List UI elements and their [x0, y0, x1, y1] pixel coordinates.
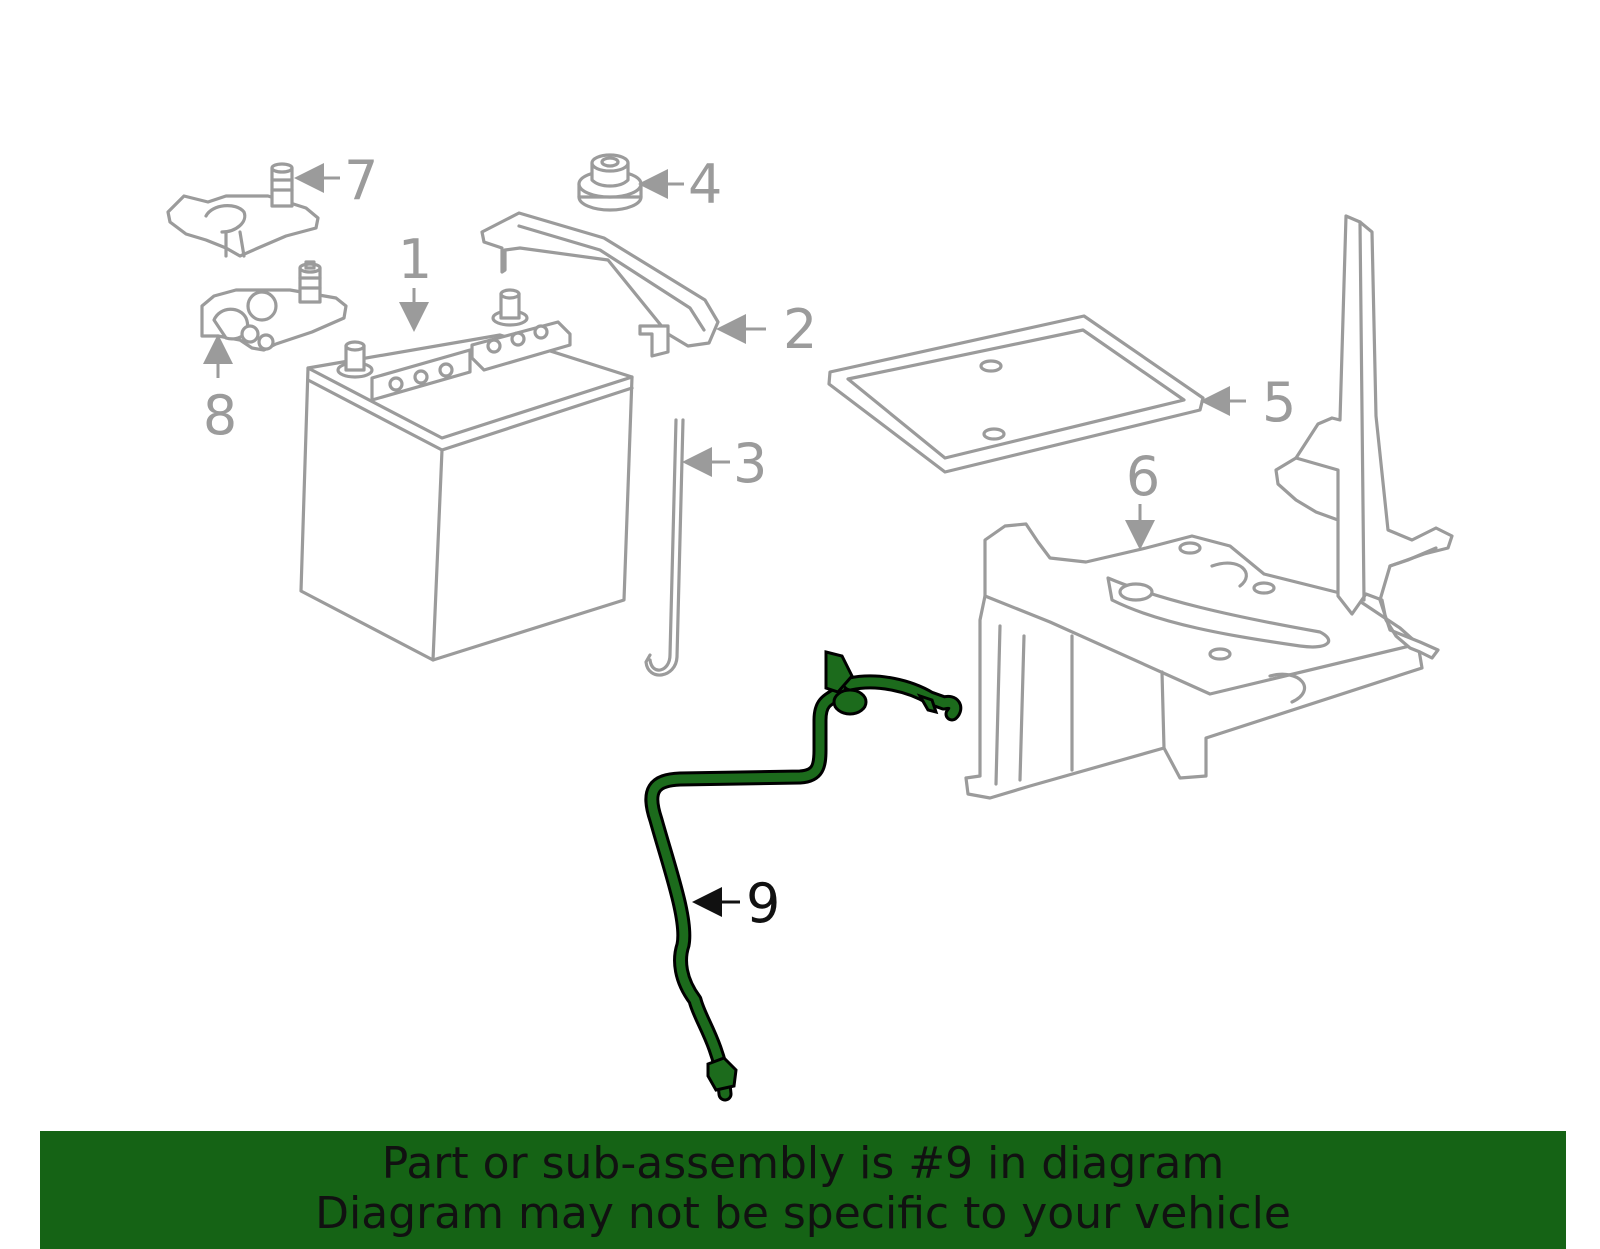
callout-4-label: 4: [688, 153, 722, 216]
callout-6: 6: [1125, 445, 1160, 550]
callout-3: 3: [682, 432, 767, 495]
negative-cable-part-9: [644, 650, 963, 1102]
callout-2: 2: [716, 298, 817, 361]
battery-part-1: [299, 288, 634, 662]
callout-6-label: 6: [1126, 445, 1160, 508]
hold-down-clamp-part-2: [480, 211, 720, 358]
callout-8: 8: [203, 334, 237, 447]
positive-terminal-part-7: [166, 162, 320, 258]
callout-9: 9: [692, 872, 780, 935]
callout-5-label: 5: [1262, 371, 1296, 434]
j-bolt-part-3: [644, 418, 685, 677]
banner-line-disclaimer: Diagram may not be specific to your vehi…: [315, 1188, 1291, 1239]
callout-5: 5: [1200, 371, 1296, 434]
callout-3-label: 3: [733, 432, 767, 495]
banner-line-part-number: Part or sub-assembly is #9 in diagram: [381, 1138, 1225, 1189]
callout-2-label: 2: [783, 298, 817, 361]
negative-terminal-part-8: [200, 260, 348, 352]
callout-7-label: 7: [344, 149, 378, 212]
callout-4: 4: [638, 153, 722, 216]
callout-7: 7: [294, 149, 378, 212]
part-info-banner: Part or sub-assembly is #9 in diagram Di…: [40, 1131, 1566, 1249]
callout-1-label: 1: [398, 228, 432, 291]
callout-8-label: 8: [203, 384, 237, 447]
nut-part-4: [577, 153, 643, 212]
callout-1: 1: [398, 228, 432, 332]
battery-tray-part-6: [964, 214, 1454, 800]
callout-9-label: 9: [746, 872, 780, 935]
